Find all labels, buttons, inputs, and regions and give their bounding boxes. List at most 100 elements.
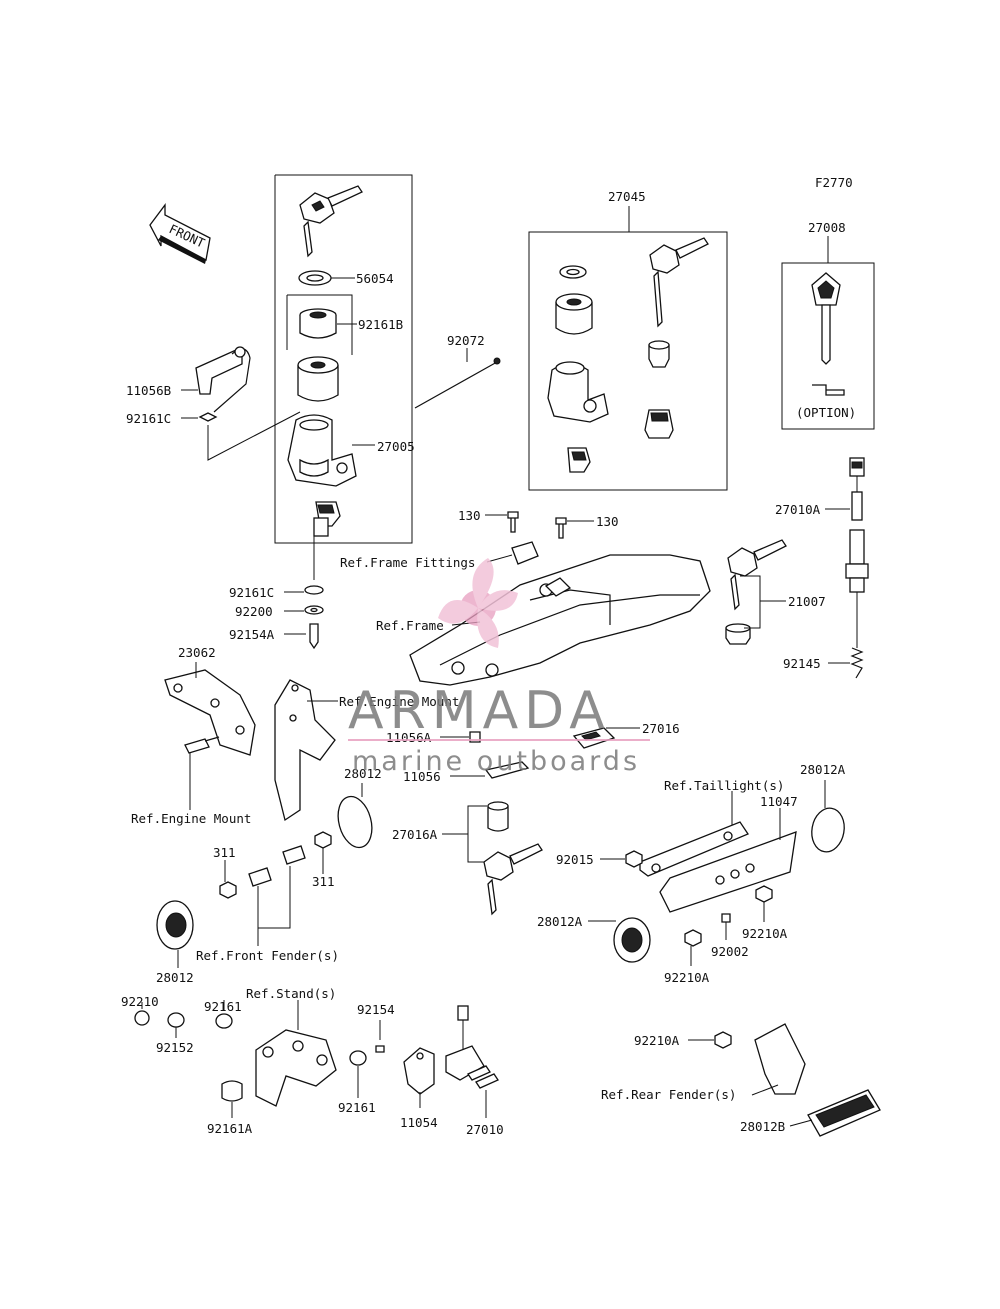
spacer-left-icon: [248, 867, 272, 887]
lock-27016A-icon: [483, 801, 543, 916]
bolt-130b-icon: [555, 517, 567, 539]
part-27016-label: 27016: [642, 721, 680, 736]
part-92210A-a-label: 92210A: [742, 926, 788, 941]
taillight-bracket-icon: [639, 821, 797, 913]
lock-set-group-27045: [528, 206, 728, 491]
part-28012B-label: 28012B: [740, 1119, 785, 1134]
part-92152-label: 92152: [156, 1040, 194, 1055]
watermark-propeller-icon: [438, 558, 518, 648]
cable-tie-92072-icon: [414, 361, 498, 409]
part-92002-label: 92002: [711, 944, 749, 959]
part-92161C-top-label: 92161C: [126, 411, 171, 426]
bushing-92161A-icon: [221, 1080, 243, 1102]
bracket-11056-icon: [484, 761, 530, 779]
watermark-tagline: marine outboards: [352, 746, 640, 777]
nut-92161C-icon: [198, 412, 218, 422]
nut-311a-icon: [219, 881, 237, 899]
reflector-28012-bottom-icon: [156, 900, 194, 950]
part-23062-label: 23062: [178, 645, 216, 660]
part-92161B-label: 92161B: [358, 317, 403, 332]
nut-92210-icon: [134, 1010, 150, 1026]
nut-92210A-c-icon: [714, 1031, 732, 1049]
reflector-28012A-top-icon: [811, 807, 845, 853]
figure-code: F2770: [815, 175, 853, 190]
ref-frame-label: Ref.Frame: [376, 618, 444, 633]
part-11047-label: 11047: [760, 794, 798, 809]
part-28012-top-label: 28012: [344, 766, 382, 781]
ref-stand-label: Ref.Stand(s): [246, 986, 336, 1001]
part-92145-label: 92145: [783, 656, 821, 671]
nut-92210A-b-icon: [684, 929, 702, 947]
part-92210A-b-label: 92210A: [664, 970, 710, 985]
part-92015-label: 92015: [556, 852, 594, 867]
part-92072-label: 92072: [447, 333, 485, 348]
part-311b-label: 311: [312, 874, 335, 889]
part-27008-label: 27008: [808, 220, 846, 235]
part-92161-b-label: 92161: [338, 1100, 376, 1115]
ref-frame-fittings-label: Ref.Frame Fittings: [340, 555, 475, 570]
ref-engine-mount-2-label: Ref.Engine Mount: [339, 694, 459, 709]
cylinder-housing-icon: [297, 356, 339, 402]
rear-fender-bracket-icon: [754, 1023, 806, 1095]
ref-front-fender-label: Ref.Front Fender(s): [196, 948, 339, 963]
front-arrow-icon: FRONT: [149, 203, 211, 264]
nut-311b-icon: [314, 831, 332, 849]
part-92161A-label: 92161A: [207, 1121, 253, 1136]
part-27045-label: 27045: [608, 189, 646, 204]
bolt-92154A-icon: [309, 623, 319, 650]
ref-rear-fender-label: Ref.Rear Fender(s): [601, 1087, 736, 1102]
part-92161-label: 92161: [204, 999, 242, 1014]
part-130a-label: 130: [458, 508, 481, 523]
part-92154-label: 92154: [357, 1002, 395, 1017]
ref-taillight-label: Ref.Taillight(s): [664, 778, 784, 793]
engine-mount-plate-icon: [274, 679, 336, 822]
watermark: ARMADA marine outboards: [348, 558, 650, 777]
nut-92015-icon: [625, 850, 643, 868]
nut-92210A-a-icon: [755, 885, 773, 903]
stand-bracket-icon: [255, 1029, 337, 1107]
bracket-11056B-icon: [195, 346, 251, 413]
part-11056B-label: 11056B: [126, 383, 171, 398]
part-21007-label: 21007: [788, 594, 826, 609]
reflector-28012-top-icon: [337, 795, 373, 849]
part-28012A-top-label: 28012A: [800, 762, 846, 777]
key-set-21007-icon: [725, 539, 787, 645]
watermark-brand: ARMADA: [348, 681, 611, 741]
ignition-body-icon: [287, 414, 357, 537]
ignition-key-icon: [299, 185, 363, 258]
part-92210A-c-label: 92210A: [634, 1033, 680, 1048]
part-56054-label: 56054: [356, 271, 394, 286]
part-92210-label: 92210: [121, 994, 159, 1009]
ignition-switch-group-27005: 56054 92161B 27005: [274, 174, 415, 544]
part-11056-label: 11056: [403, 769, 441, 784]
switch-27010A-icon: [845, 457, 869, 679]
part-27010-label: 27010: [466, 1122, 504, 1137]
part-11054-label: 11054: [400, 1115, 438, 1130]
washer-92161C-icon: [304, 585, 324, 595]
cap-92161B-icon: [299, 308, 337, 339]
part-92200-label: 92200: [235, 604, 273, 619]
option-label: (OPTION): [796, 405, 856, 420]
part-11056A-label: 11056A: [386, 730, 432, 745]
part-92154A-label: 92154A: [229, 627, 275, 642]
plate-23062-icon: [164, 669, 256, 756]
stand-switch-11054-icon: [403, 1047, 435, 1095]
switch-27010-icon: [445, 1005, 499, 1089]
part-28012-bottom-label: 28012: [156, 970, 194, 985]
ref-engine-mount-1-label: Ref.Engine Mount: [131, 811, 251, 826]
bolt-130a-icon: [507, 511, 519, 533]
bolt-92154-icon: [375, 1045, 385, 1053]
option-key-group-27008: [781, 236, 875, 430]
part-28012A-label: 28012A: [537, 914, 583, 929]
nut-92161-b-icon: [349, 1050, 367, 1066]
frame-icon: [409, 541, 711, 686]
part-130b-label: 130: [596, 514, 619, 529]
part-27016A-label: 27016A: [392, 827, 438, 842]
spacer-right-icon: [282, 845, 306, 865]
part-27005-label: 27005: [377, 439, 415, 454]
collar-92152-icon: [167, 1012, 185, 1028]
part-92161C-label: 92161C: [229, 585, 274, 600]
part-27010A-label: 27010A: [775, 502, 821, 517]
part-311a-label: 311: [213, 845, 236, 860]
